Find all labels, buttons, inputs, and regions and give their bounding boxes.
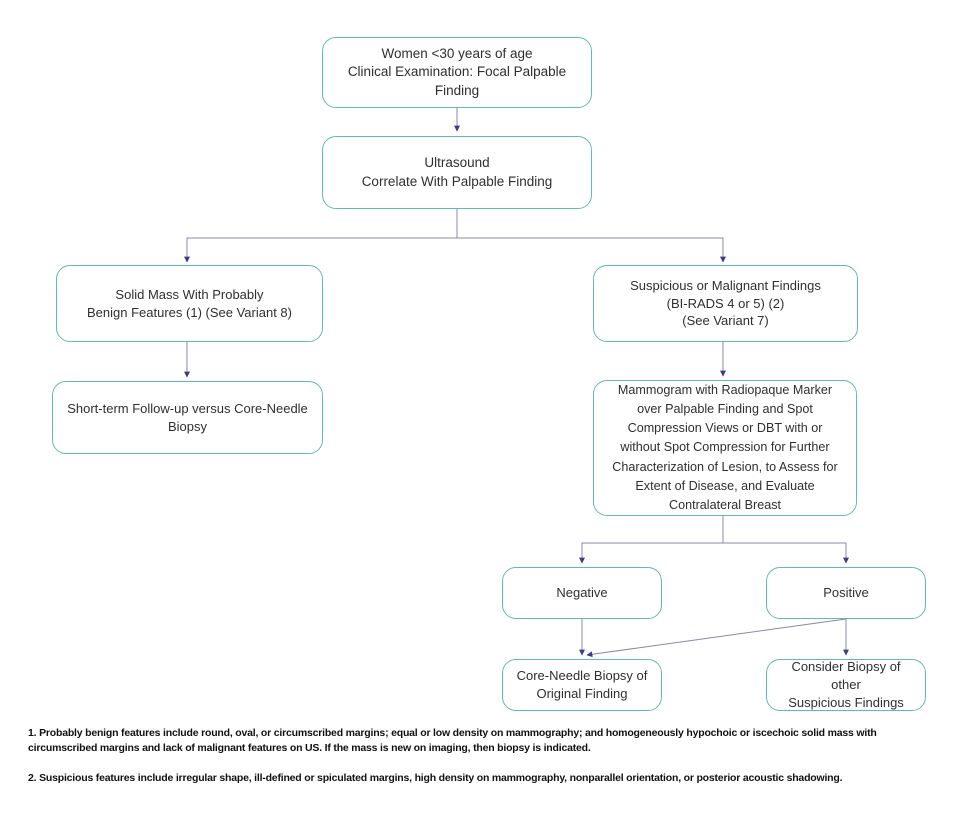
edge-split-to-negative	[579, 542, 723, 564]
node-solid-mass-benign: Solid Mass With Probably Benign Features…	[56, 265, 323, 342]
edge-split-to-suspicious	[457, 237, 726, 263]
edge-split-to-positive	[723, 542, 849, 564]
node-positive: Positive	[766, 567, 926, 619]
footnote-1: 1. Probably benign features include roun…	[28, 727, 877, 755]
node-suspicious-malignant: Suspicious or Malignant Findings (BI-RAD…	[593, 265, 858, 342]
node-short-term-followup: Short-term Follow-up versus Core-Needle …	[52, 381, 323, 454]
node-core-needle-biopsy: Core-Needle Biopsy of Original Finding	[502, 659, 662, 711]
node-ultrasound: Ultrasound Correlate With Palpable Findi…	[322, 136, 592, 209]
node-negative: Negative	[502, 567, 662, 619]
node-women-under-30: Women <30 years of age Clinical Examinat…	[322, 37, 592, 108]
footnote-2: 2. Suspicious features include irregular…	[28, 772, 843, 785]
edge-split-to-solid-mass	[184, 237, 457, 263]
footnotes: 1. Probably benign features include roun…	[28, 726, 946, 802]
edge-positive-to-core-needle	[586, 618, 847, 658]
node-mammogram-workup: Mammogram with Radiopaque Marker over Pa…	[593, 380, 857, 516]
node-consider-biopsy: Consider Biopsy of other Suspicious Find…	[766, 659, 926, 711]
